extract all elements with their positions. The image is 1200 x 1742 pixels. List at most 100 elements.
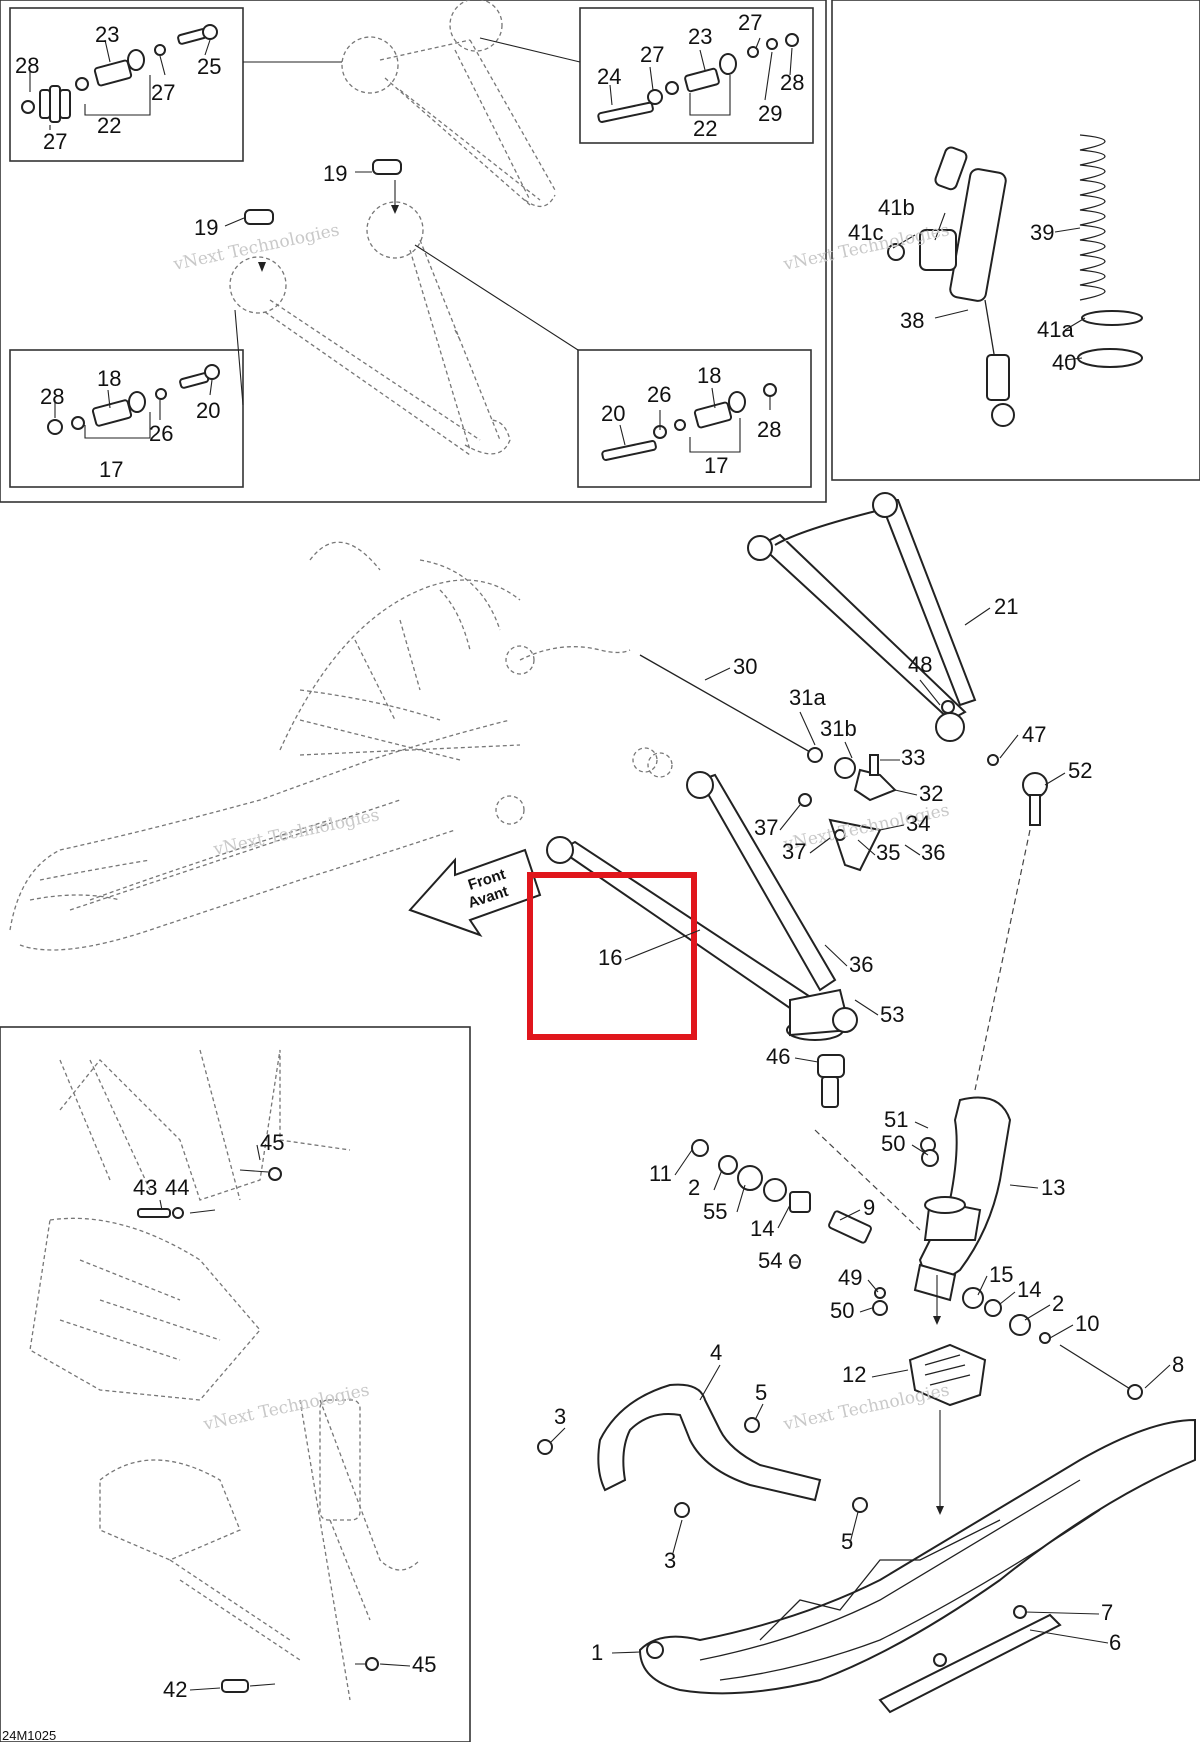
watermark-3: vNext Technologies xyxy=(211,805,381,860)
callout-3: 3 xyxy=(664,1548,676,1573)
ball-joint-upper xyxy=(814,754,1048,1231)
callout-50: 50 xyxy=(830,1298,854,1323)
callout-45: 45 xyxy=(260,1130,284,1155)
callout-46: 46 xyxy=(766,1044,790,1069)
callout-19: 19 xyxy=(323,161,347,186)
callout-23: 23 xyxy=(688,24,712,49)
callout-31b: 31b xyxy=(820,716,857,741)
callout-5: 5 xyxy=(841,1529,853,1554)
callout-35: 35 xyxy=(876,840,900,865)
callout-19: 19 xyxy=(194,215,218,240)
callout-26: 26 xyxy=(647,382,671,407)
bottom-left-hardware xyxy=(137,1167,379,1693)
box-leaders xyxy=(29,37,793,453)
carbide-runner xyxy=(878,1605,1062,1714)
callout-27: 27 xyxy=(640,42,664,67)
callout-40: 40 xyxy=(1052,350,1076,375)
callout-4: 4 xyxy=(710,1340,722,1365)
callout-14: 14 xyxy=(1017,1277,1041,1302)
watermark-6: vNext Technologies xyxy=(781,1380,951,1435)
callout-24: 24 xyxy=(597,64,621,89)
lower-a-arm xyxy=(546,771,858,1108)
callout-52: 52 xyxy=(1068,758,1092,783)
hardware-stack-bottom-right xyxy=(601,383,777,461)
swaybar-link xyxy=(639,654,897,872)
callout-10: 10 xyxy=(1075,1311,1099,1336)
callout-36: 36 xyxy=(849,952,873,977)
callout-leaders xyxy=(159,607,1171,1691)
chassis-ghost-middle xyxy=(9,541,673,951)
callout-34: 34 xyxy=(906,811,930,836)
callout-20: 20 xyxy=(196,398,220,423)
spindle xyxy=(913,1096,1012,1302)
callout-38: 38 xyxy=(900,308,924,333)
callout-22: 22 xyxy=(693,116,717,141)
callout-33: 33 xyxy=(901,745,925,770)
callout-36: 36 xyxy=(921,840,945,865)
callout-55: 55 xyxy=(703,1199,727,1224)
callout-1: 1 xyxy=(591,1640,603,1665)
front-direction-arrow: Front Avant xyxy=(408,848,542,937)
callout-43: 43 xyxy=(133,1175,157,1200)
callout-39: 39 xyxy=(1030,220,1054,245)
upper-a-arm xyxy=(747,492,977,742)
callout-41a: 41a xyxy=(1037,317,1074,342)
callout-11: 11 xyxy=(649,1161,672,1186)
swaybar-ghost xyxy=(519,646,631,661)
callout-18: 18 xyxy=(97,366,121,391)
callout-27: 27 xyxy=(151,80,175,105)
callout-41b: 41b xyxy=(878,195,915,220)
callout-14: 14 xyxy=(750,1216,774,1241)
watermark-5: vNext Technologies xyxy=(201,1380,371,1435)
callout-32: 32 xyxy=(919,781,943,806)
callout-53: 53 xyxy=(880,1002,904,1027)
callout-12: 12 xyxy=(842,1362,866,1387)
watermarks: vNext Technologies vNext Technologies vN… xyxy=(171,220,951,1435)
callout-30: 30 xyxy=(733,654,757,679)
bracket-19 xyxy=(244,159,402,225)
upper-a-arm-ghost xyxy=(229,0,581,456)
callout-42: 42 xyxy=(163,1677,187,1702)
callout-37: 37 xyxy=(754,815,778,840)
callout-25: 25 xyxy=(197,54,221,79)
callout-27: 27 xyxy=(43,129,67,154)
hardware-stack-bottom-left xyxy=(47,364,220,435)
shock-absorber-inset xyxy=(887,134,1143,427)
callout-49: 49 xyxy=(838,1265,862,1290)
callout-47: 47 xyxy=(1022,722,1046,747)
highlight-box-part-16 xyxy=(527,872,697,1040)
coil-spring xyxy=(1079,134,1106,301)
callout-5: 5 xyxy=(755,1380,767,1405)
callout-28: 28 xyxy=(780,70,804,95)
callout-2: 2 xyxy=(688,1175,700,1200)
callout-26: 26 xyxy=(149,421,173,446)
callout-31a: 31a xyxy=(789,685,826,710)
callout-37: 37 xyxy=(782,839,806,864)
callout-9: 9 xyxy=(863,1195,875,1220)
callout-23: 23 xyxy=(95,22,119,47)
bottom-left-chassis-ghost xyxy=(29,1049,421,1701)
callout-29: 29 xyxy=(758,101,782,126)
callout-7: 7 xyxy=(1101,1600,1113,1625)
callout-18: 18 xyxy=(697,363,721,388)
callout-3: 3 xyxy=(554,1404,566,1429)
callout-labels: 23 28 25 27 22 27 27 23 27 24 28 29 22 1… xyxy=(15,10,1184,1702)
callout-45: 45 xyxy=(412,1652,436,1677)
callout-27: 27 xyxy=(738,10,762,35)
ski-handle xyxy=(537,1383,868,1518)
callout-44: 44 xyxy=(165,1175,189,1200)
hardware-stack-top-left xyxy=(21,24,218,123)
callout-2: 2 xyxy=(1052,1291,1064,1316)
callout-21: 21 xyxy=(994,594,1018,619)
callout-41c: 41c xyxy=(848,220,883,245)
callout-51: 51 xyxy=(884,1107,908,1132)
callout-17: 17 xyxy=(704,453,728,478)
drawing-code: 24M1025 xyxy=(2,1728,56,1742)
callout-22: 22 xyxy=(97,113,121,138)
callout-28: 28 xyxy=(40,384,64,409)
hardware-stack-top-right xyxy=(597,33,799,123)
callout-20: 20 xyxy=(601,401,625,426)
callout-16: 16 xyxy=(598,945,622,970)
callout-6: 6 xyxy=(1109,1630,1121,1655)
